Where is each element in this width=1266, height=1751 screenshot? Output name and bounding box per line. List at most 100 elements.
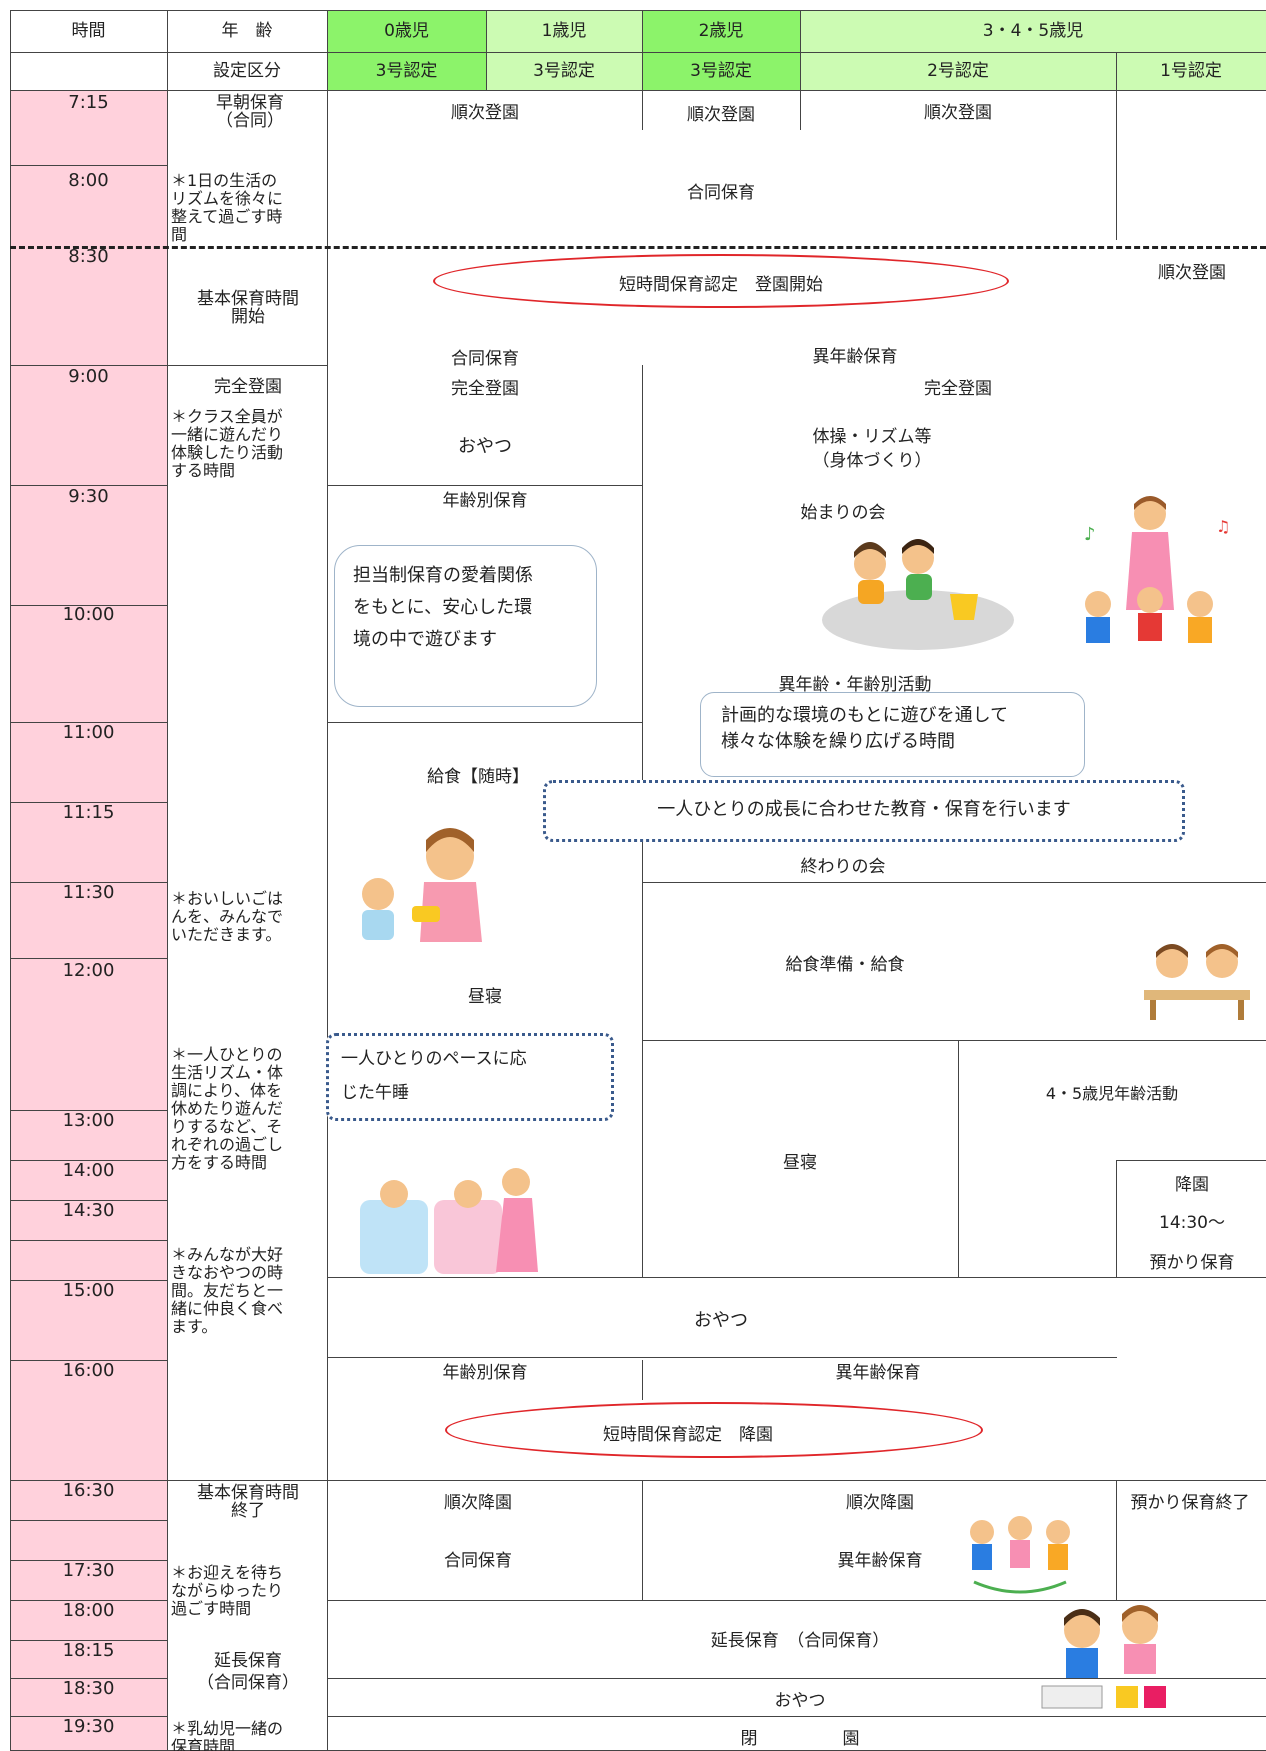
keikaku-bubble: 計画的な環境のもとに遊びを通して 様々な体験を繰り広げる時間 bbox=[700, 692, 1085, 777]
header-age: 年 齢 bbox=[221, 21, 273, 41]
short-start-oval bbox=[433, 254, 1009, 308]
short-end: 短時間保育認定 降園 bbox=[603, 1425, 773, 1445]
dash-dot-divider bbox=[10, 246, 1266, 249]
pace-box: 一人ひとりのペースに応 じた午睡 bbox=[326, 1033, 614, 1121]
note-full: 完全登園 bbox=[214, 377, 282, 397]
kyuushoku-2: 給食準備・給食 bbox=[785, 955, 905, 975]
time-label: 17:30 bbox=[62, 1560, 115, 1581]
note-rest: ＊一人ひとりの 生活リズム・体 調により、体を 休めたり遊んだ りするなど、そ … bbox=[171, 1045, 284, 1172]
header-bg-2 bbox=[642, 10, 800, 90]
time-label: 14:00 bbox=[62, 1160, 115, 1181]
time-label: 14:30 bbox=[62, 1200, 115, 1221]
tantou-bubble: 担当制保育の愛着関係 をもとに、安心した環 境の中で遊びます bbox=[334, 545, 597, 707]
time-label: 9:30 bbox=[68, 486, 109, 507]
heien: 閉 園 bbox=[740, 1729, 860, 1749]
feeding-illustration bbox=[362, 828, 482, 942]
time-label: 16:00 bbox=[62, 1360, 115, 1381]
time-label: 12:00 bbox=[62, 960, 115, 981]
junji-2: 順次登園 bbox=[687, 105, 755, 125]
oyatsu-pm: おやつ bbox=[694, 1310, 748, 1331]
time-label: 8:00 bbox=[68, 170, 109, 191]
katsudou: 異年齢・年齢別活動 bbox=[778, 675, 932, 695]
short-start: 短時間保育認定 登園開始 bbox=[619, 275, 823, 295]
oyatsu-ev: おやつ bbox=[774, 1691, 826, 1711]
sandbox-kids-illustration bbox=[822, 539, 1014, 650]
header-age1: 1歳児 bbox=[541, 21, 587, 41]
time-column bbox=[10, 90, 167, 1751]
note-early: 早朝保育 （合同） bbox=[216, 93, 284, 131]
svg-text:♫: ♫ bbox=[1216, 517, 1230, 536]
time-label: 13:00 bbox=[62, 1110, 115, 1131]
jump-rope-illustration bbox=[970, 1516, 1070, 1594]
note-pickup: ＊お迎えを待ち ながらゆったり 過ごす時間 bbox=[171, 1563, 284, 1618]
note-lunch: ＊おいしいごは んを、みんなで いただきます。 bbox=[171, 889, 284, 944]
time-label: 10:00 bbox=[62, 604, 115, 625]
header-c345: 2号認定 bbox=[927, 61, 989, 81]
time-label: 15:00 bbox=[62, 1280, 115, 1301]
goudou-2: 合同保育 bbox=[451, 349, 519, 369]
header-time: 時間 bbox=[71, 21, 106, 41]
kyuushoku: 給食【随時】 bbox=[427, 767, 529, 787]
goudou-am: 合同保育 bbox=[687, 183, 755, 203]
enchou: 延長保育 （合同保育） bbox=[710, 1631, 890, 1651]
lunch-kids-illustration bbox=[1144, 944, 1250, 1020]
note-snack: ＊みんなが大好 きなおやつの時 間。友だちと一 緒に仲良く食べ ます。 bbox=[171, 1245, 284, 1336]
azukari: 預かり保育 bbox=[1149, 1253, 1235, 1273]
hirune-2: 昼寝 bbox=[783, 1153, 817, 1173]
time-label: 11:30 bbox=[62, 882, 115, 903]
short-end-oval bbox=[445, 1402, 983, 1458]
header-bg-0 bbox=[327, 10, 486, 90]
header-category: 設定区分 bbox=[213, 61, 281, 81]
header-c2: 3号認定 bbox=[690, 61, 752, 81]
time-label: 18:30 bbox=[62, 1678, 115, 1699]
note-infant: ＊乳幼児一緒の 保育時間 bbox=[171, 1720, 284, 1751]
nenreibetsu-2: 年齢別保育 bbox=[442, 1363, 528, 1383]
oyatsu-am: おやつ bbox=[458, 436, 512, 457]
inenrei-2: 異年齢保育 bbox=[835, 1363, 921, 1383]
time-label: 9:00 bbox=[68, 366, 109, 387]
header-age2: 2歳児 bbox=[698, 21, 744, 41]
header-c1: 3号認定 bbox=[533, 61, 595, 81]
azukari-end: 預かり保育終了 bbox=[1130, 1493, 1250, 1513]
svg-text:♪: ♪ bbox=[1084, 524, 1096, 545]
time-label: 11:00 bbox=[62, 722, 115, 743]
goudou-3: 合同保育 bbox=[444, 1551, 512, 1571]
time-label: 18:15 bbox=[62, 1640, 115, 1661]
kouen-time: 14:30～ bbox=[1159, 1213, 1225, 1233]
note-basic-start: 基本保育時間 開始 bbox=[197, 289, 299, 327]
time-label: 18:00 bbox=[62, 1600, 115, 1621]
time-label: 8:30 bbox=[68, 246, 109, 267]
inenrei: 異年齢保育 bbox=[812, 347, 898, 367]
junji-0-1: 順次登園 bbox=[451, 103, 519, 123]
kanzen-0-1: 完全登園 bbox=[451, 379, 519, 399]
junji-kouen-1: 順次降園 bbox=[444, 1493, 512, 1513]
hajimari: 始まりの会 bbox=[800, 503, 886, 523]
note-class: ＊クラス全員が 一緒に遊んだり 体験したり活動 する時間 bbox=[171, 407, 284, 480]
teacher-kids-illustration: ♪♫ bbox=[1084, 496, 1230, 643]
owari: 終わりの会 bbox=[800, 857, 886, 877]
taisou-2: （身体づくり） bbox=[812, 451, 932, 471]
note-rhythm: ＊1日の生活の リズムを徐々に 整えて過ごす時 間 bbox=[171, 172, 284, 244]
taisou: 体操・リズム等 bbox=[812, 427, 932, 447]
header-age0: 0歳児 bbox=[384, 21, 429, 41]
header-c1go: 1号認定 bbox=[1160, 61, 1222, 81]
hirune-1: 昼寝 bbox=[468, 987, 502, 1007]
junji-1go: 順次登園 bbox=[1158, 263, 1226, 283]
junji-345: 順次登園 bbox=[924, 103, 992, 123]
header-age345: 3・4・5歳児 bbox=[982, 21, 1084, 41]
sleeping-illustration bbox=[360, 1168, 538, 1274]
header-bg-2go bbox=[800, 52, 1116, 90]
header-bg-345 bbox=[800, 10, 1266, 52]
time-label: 16:30 bbox=[62, 1480, 115, 1501]
time-label: 11:15 bbox=[62, 802, 115, 823]
note-basic-end: 基本保育時間 終了 bbox=[197, 1483, 299, 1521]
note-extended: 延長保育 （合同保育） bbox=[197, 1651, 299, 1693]
inenrei-3: 異年齢保育 bbox=[837, 1551, 923, 1571]
header-bg-1go bbox=[1116, 52, 1266, 90]
hitori-box: 一人ひとりの成長に合わせた教育・保育を行います bbox=[543, 780, 1185, 842]
time-label: 19:30 bbox=[62, 1716, 115, 1737]
header-c0: 3号認定 bbox=[375, 61, 438, 81]
nenreibetsu: 年齢別保育 bbox=[442, 491, 528, 511]
extended-kids-illustration bbox=[1041, 1605, 1166, 1709]
